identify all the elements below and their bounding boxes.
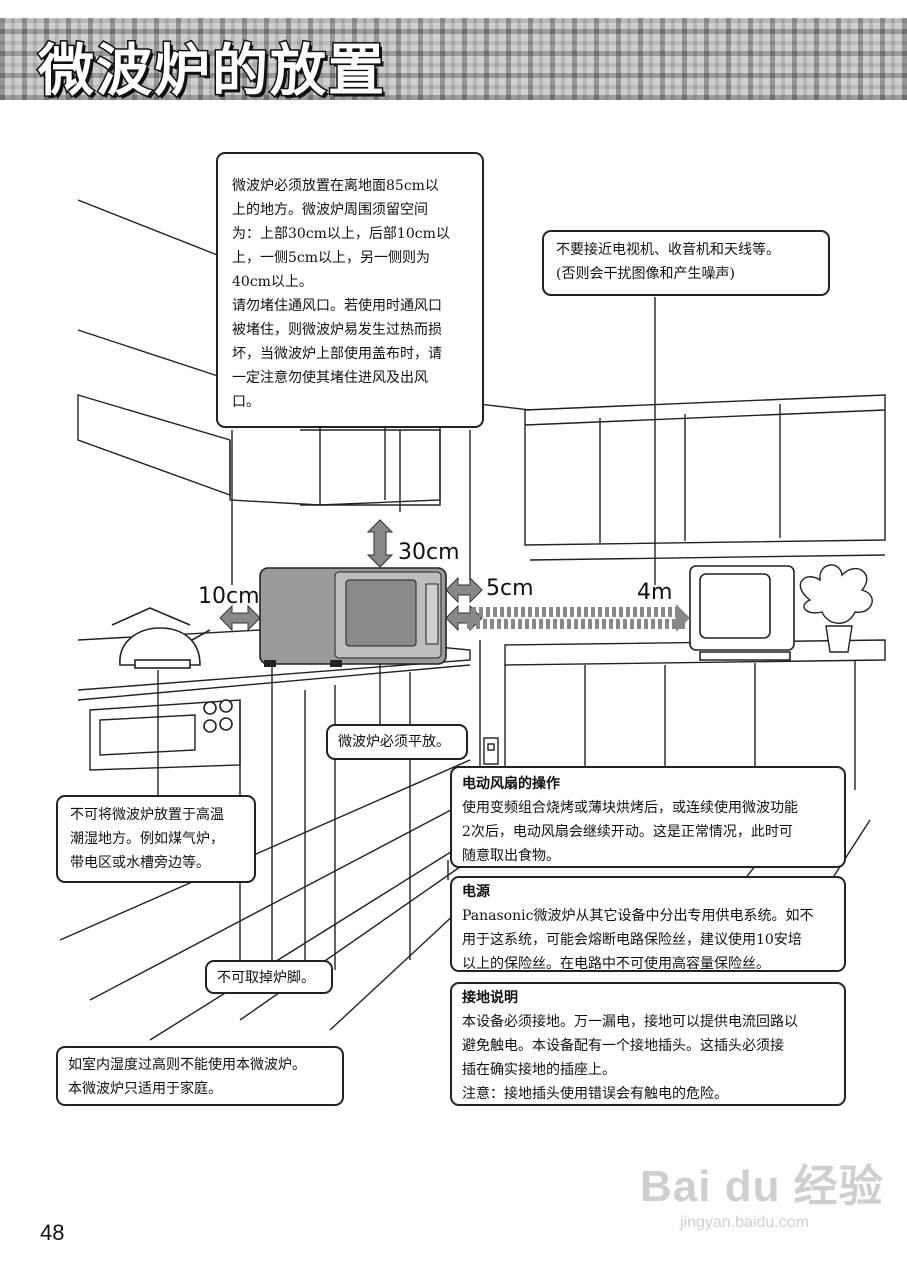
dim-distance-label: 4m xyxy=(637,580,673,605)
page-number: 48 xyxy=(40,1220,65,1245)
feet-note: 不可取掉炉脚。 xyxy=(205,960,333,994)
wall-line xyxy=(77,199,231,261)
upper-cabinet-left xyxy=(229,420,441,506)
ground-heading: 接地说明 xyxy=(462,990,518,1006)
dim-right-label: 5cm xyxy=(486,576,534,601)
arrow-left-10cm xyxy=(219,604,261,632)
range-hood xyxy=(77,394,231,496)
arrow-distance-4m xyxy=(467,604,690,632)
header-plaid-band xyxy=(0,18,907,100)
watermark: Bai du 经验 jingyan.baidu.com xyxy=(640,1162,884,1231)
interference-note: 不要接近电视机、收音机和天线等。(否则会干扰图像和产生噪声) xyxy=(542,230,830,296)
kettle xyxy=(111,607,211,669)
home-use-note: 如室内湿度过高则不能使用本微波炉。本微波炉只适用于家庭。 xyxy=(56,1046,344,1106)
grounding-note: 接地说明 本设备必须接地。万一漏电，接地可以提供电流回路以避免触电。本设备配有一… xyxy=(450,982,846,1106)
power-heading: 电源 xyxy=(462,884,490,900)
power-supply-note: 电源 Panasonic微波炉从其它设备中分出专用供电系统。如不用于这系统，可能… xyxy=(450,876,846,972)
arrow-top-30cm xyxy=(366,519,394,568)
fan-heading: 电动风扇的操作 xyxy=(462,776,560,792)
stove-knobs xyxy=(203,699,233,733)
counter-left xyxy=(77,629,471,691)
wall-outlet xyxy=(483,737,499,765)
microwave-oven xyxy=(259,567,447,667)
page-title: 微波炉的放置 xyxy=(37,38,386,106)
dim-left-label: 10cm xyxy=(198,584,260,609)
level-note: 微波炉必须平放。 xyxy=(326,724,468,760)
placement-note: 微波炉必须放置在离地面85cm以上的地方。微波炉周围须留空间为：上部30cm以上… xyxy=(216,152,484,428)
television xyxy=(689,565,795,661)
potted-plant xyxy=(799,564,873,653)
humidity-location-note: 不可将微波炉放置于高温潮湿地方。例如煤气炉，带电区或水槽旁边等。 xyxy=(56,795,256,883)
dim-top-label: 30cm xyxy=(398,540,460,565)
upper-cabinet-right xyxy=(524,394,886,546)
arrow-right-5cm xyxy=(445,576,483,604)
